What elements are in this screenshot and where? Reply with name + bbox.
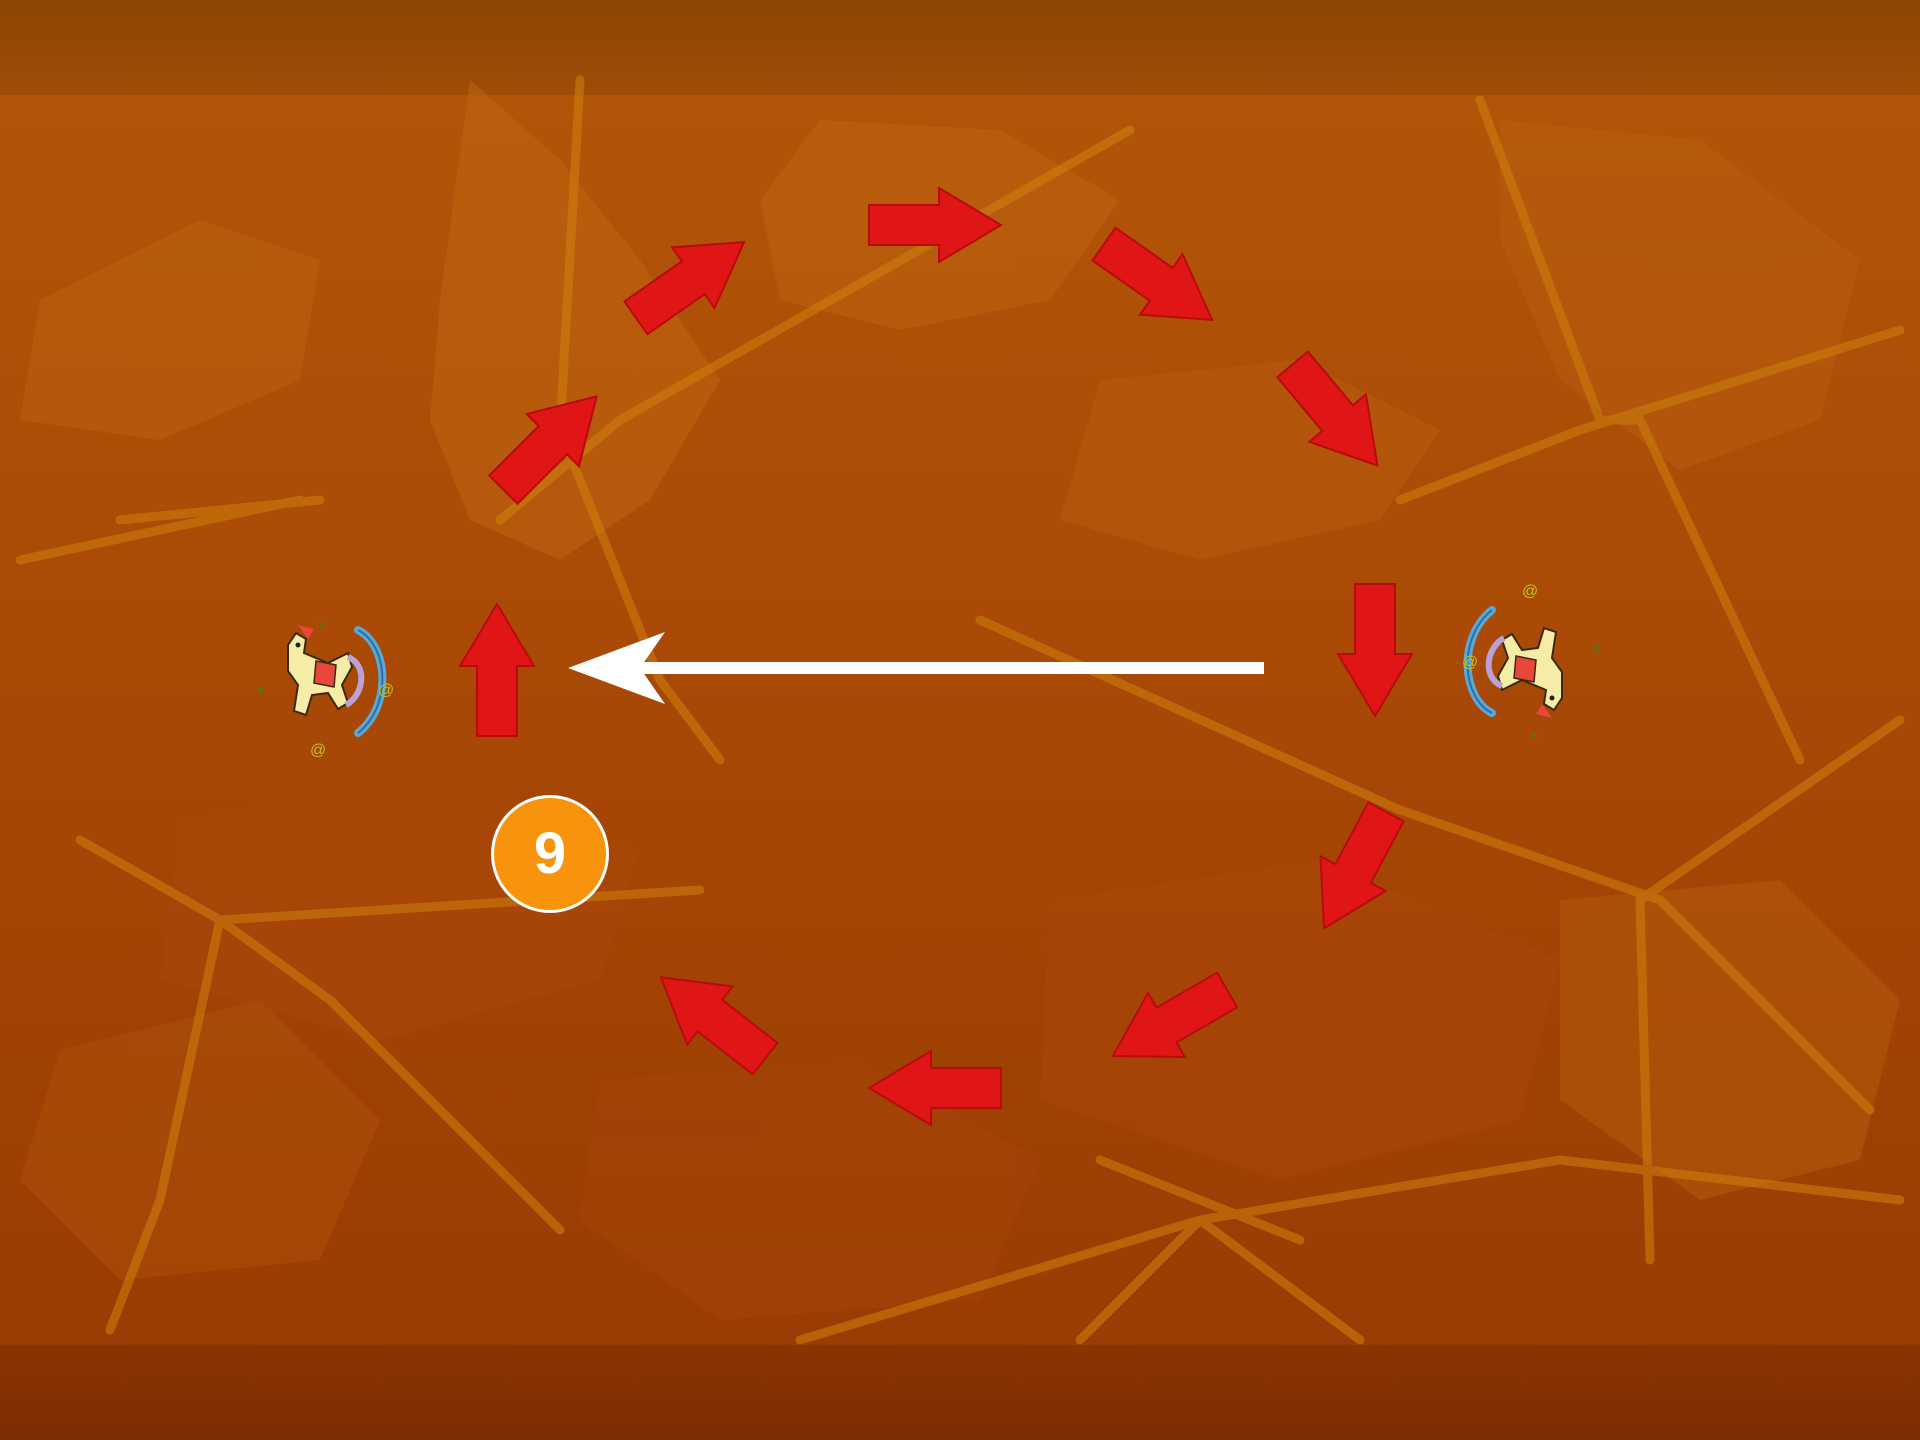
cycle-arrow-4 (868, 186, 1003, 264)
cycle-arrow-6 (1275, 350, 1379, 468)
svg-text:×: × (318, 617, 326, 633)
svg-text:@: @ (1462, 654, 1478, 671)
cycle-arrow-2 (487, 394, 599, 506)
svg-text:@: @ (378, 682, 394, 699)
svg-text:×: × (256, 682, 264, 698)
cycle-arrow-5 (1091, 226, 1214, 321)
cycle-arrow-8 (1319, 800, 1405, 930)
cycle-arrow-9 (1111, 971, 1239, 1059)
cycle-arrow-7 (1336, 583, 1414, 718)
step-number-badge: 9 (491, 795, 609, 913)
cycle-arrow-11 (659, 976, 779, 1076)
svg-text:×: × (1592, 640, 1600, 656)
cycle-arrow-1 (458, 602, 536, 737)
rocking-horse-left-icon: × × @ @ (256, 617, 394, 759)
cycle-arrow-10 (867, 1049, 1002, 1127)
svg-text:@: @ (310, 742, 326, 759)
cycle-arrow-3 (623, 241, 746, 336)
rocking-horse-right-icon: × × @ @ (1462, 583, 1600, 743)
svg-text:@: @ (1522, 583, 1538, 600)
direction-arrow (568, 632, 1264, 704)
svg-text:×: × (1530, 727, 1538, 743)
